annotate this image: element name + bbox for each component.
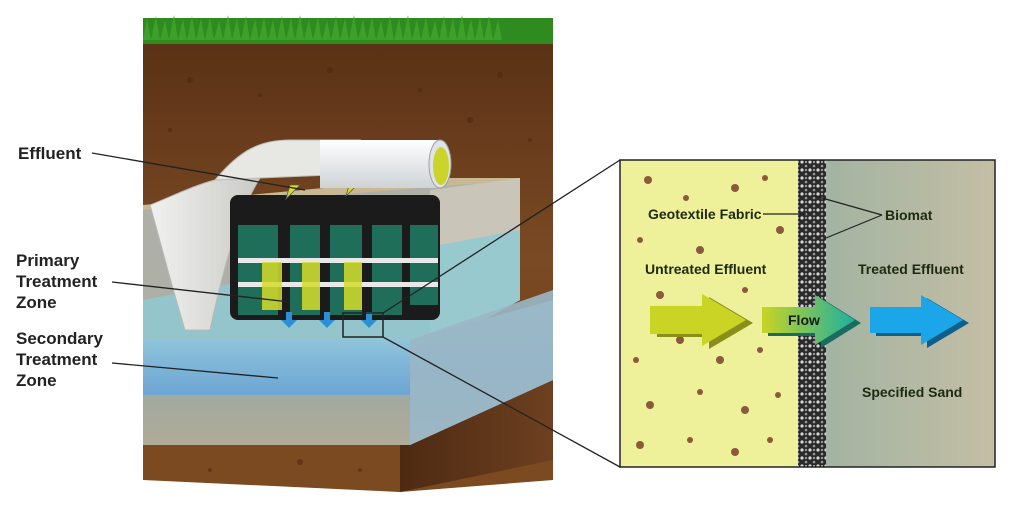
detail-panel [619, 159, 996, 468]
grass-blades [143, 15, 502, 40]
soil-texture [168, 67, 532, 472]
treatment-modules [230, 181, 440, 328]
detail-selection-box [342, 312, 384, 338]
primary-leader [111, 281, 291, 303]
flow-label: Flow [788, 312, 820, 328]
geotextile-label: Geotextile Fabric [648, 206, 762, 222]
module-stripe-1 [238, 258, 438, 263]
primary-line-3: Zone [16, 293, 57, 312]
secondary-line-2: Treatment [16, 350, 98, 369]
detail-border [619, 159, 996, 468]
outflow-arrows [281, 312, 377, 328]
treated-arrow [870, 295, 969, 348]
primary-line-1: Primary [16, 251, 80, 270]
module-yellow-3 [344, 262, 362, 310]
pipe-body [320, 140, 440, 188]
primary-zone-label: Primary Treatment Zone [16, 250, 97, 313]
effluent-leader [91, 152, 306, 191]
specified-sand-label: Specified Sand [862, 384, 963, 400]
pipe-effluent [433, 147, 449, 185]
primary-line-2: Treatment [16, 272, 98, 291]
treated-effluent-label: Treated Effluent [858, 261, 964, 277]
effluent-pipe [320, 139, 452, 189]
secondary-line-3: Zone [16, 371, 57, 390]
module-yellow-1 [262, 262, 282, 310]
module-green-5 [410, 225, 438, 305]
module-yellow-2 [302, 262, 320, 310]
connector-bottom [382, 336, 621, 468]
sand-lower-layer [143, 395, 410, 445]
secondary-leader [111, 362, 279, 379]
biomat-pointer-1 [814, 195, 883, 216]
module-stripe-2 [238, 282, 438, 287]
untreated-effluent-label: Untreated Effluent [645, 261, 767, 277]
module-green-4 [372, 225, 402, 315]
secondary-line-1: Secondary [16, 329, 103, 348]
untreated-arrow [650, 294, 753, 349]
secondary-zone-label: Secondary Treatment Zone [16, 328, 103, 391]
flow-arrow [762, 295, 861, 348]
biomat-label: Biomat [885, 207, 933, 223]
effluent-label: Effluent [18, 144, 82, 163]
connector-top [382, 159, 621, 314]
biomat-pointer-2 [825, 214, 883, 239]
secondary-slab-side [410, 290, 553, 445]
